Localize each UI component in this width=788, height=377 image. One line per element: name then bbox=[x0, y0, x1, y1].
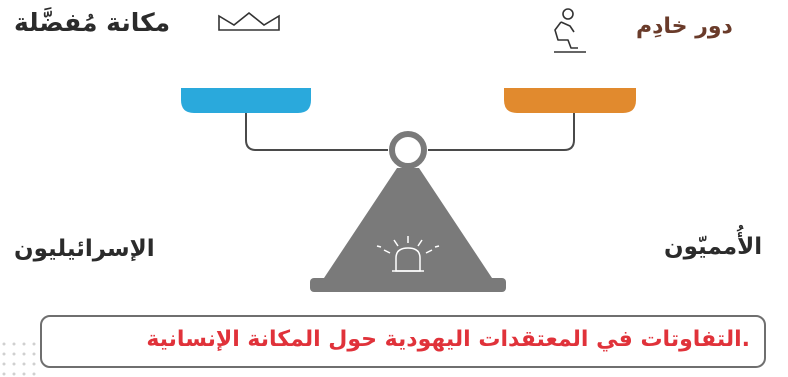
crown-icon bbox=[218, 11, 280, 31]
scale-pivot bbox=[389, 131, 427, 169]
scale-beam bbox=[245, 113, 575, 151]
scale-base bbox=[324, 168, 492, 278]
decorative-dots bbox=[2, 342, 36, 376]
caption-box: .التفاوتات في المعتقدات اليهودية حول الم… bbox=[40, 315, 766, 368]
preferred-status-label: مكانة مُفضَّلة bbox=[14, 8, 171, 37]
gentiles-label: الأُمميّون bbox=[664, 234, 763, 260]
israelites-label: الإسرائيليون bbox=[14, 236, 155, 262]
left-pan bbox=[181, 88, 311, 113]
lamp-icon bbox=[376, 236, 440, 272]
right-pan bbox=[504, 88, 636, 113]
servant-role-label: دور خادِم bbox=[636, 14, 733, 39]
caption-text: .التفاوتات في المعتقدات اليهودية حول الم… bbox=[146, 327, 750, 352]
scale-foot bbox=[310, 278, 506, 292]
kneeling-person-icon bbox=[554, 8, 586, 53]
